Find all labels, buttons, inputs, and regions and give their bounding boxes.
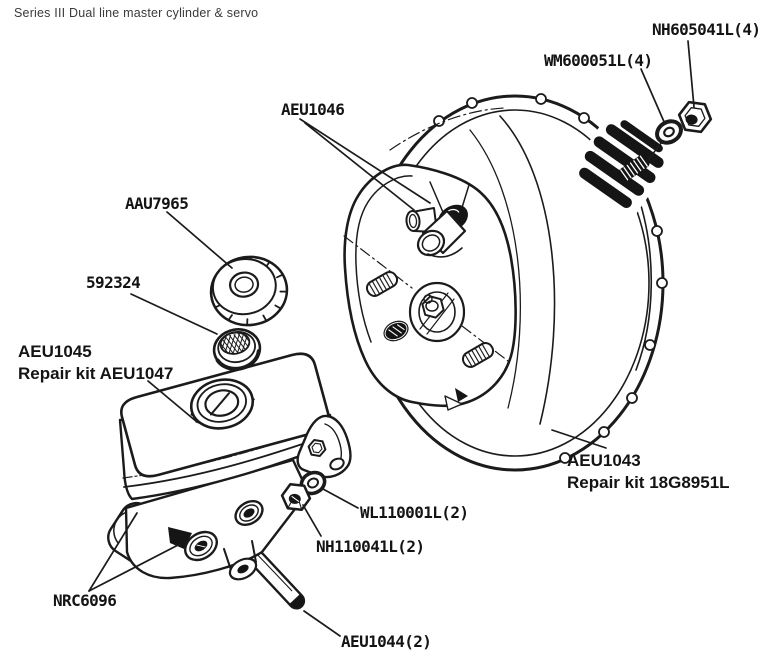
- flange-nut: [280, 482, 312, 512]
- part-label-aeu1046: AEU1046: [281, 100, 345, 119]
- threaded-hole: [383, 320, 409, 342]
- servo-nut: [677, 100, 713, 134]
- part-label-592324: 592324: [86, 273, 141, 292]
- part-label-nh605041l: NH605041L(4): [652, 20, 761, 39]
- servo-bellows: [565, 105, 680, 221]
- servo-stud: [618, 154, 650, 182]
- vacuum-inlet-connector: [405, 204, 468, 258]
- page-title: Series III Dual line master cylinder & s…: [14, 6, 259, 20]
- mounting-flange: [296, 414, 352, 479]
- part-label-aeu1043-block: AEU1043 Repair kit 18G8951L: [567, 450, 730, 494]
- outlet-port: [234, 499, 264, 527]
- part-label-aeu1045: AEU1045: [18, 342, 92, 361]
- part-label-aeu1043: AEU1043: [567, 451, 641, 470]
- mounting-stud: [461, 342, 495, 368]
- mounting-stud: [365, 271, 399, 297]
- part-label-aeu1045-block: AEU1045 Repair kit AEU1047: [18, 341, 173, 385]
- repair-kit-label-18g8951l: Repair kit 18G8951L: [567, 473, 730, 492]
- repair-kit-label-aeu1047: Repair kit AEU1047: [18, 364, 174, 383]
- part-label-aau7965: AAU7965: [125, 194, 189, 213]
- servo-hub: [408, 281, 466, 343]
- part-label-wl110001l: WL110001L(2): [360, 503, 469, 522]
- bottom-port: [228, 557, 258, 581]
- filler-neck: [189, 378, 255, 430]
- filler-cap: [209, 255, 289, 327]
- stud-washer-link: [647, 141, 663, 161]
- part-label-wm600051l: WM600051L(4): [544, 51, 653, 70]
- reservoir-seal: [212, 328, 262, 371]
- outlet-port: [184, 530, 218, 562]
- part-label-nh110041l: NH110041L(2): [316, 537, 425, 556]
- part-label-nrc6096: NRC6096: [53, 591, 117, 610]
- leader-lines: [88, 40, 695, 637]
- part-label-aeu1044: AEU1044(2): [341, 632, 432, 651]
